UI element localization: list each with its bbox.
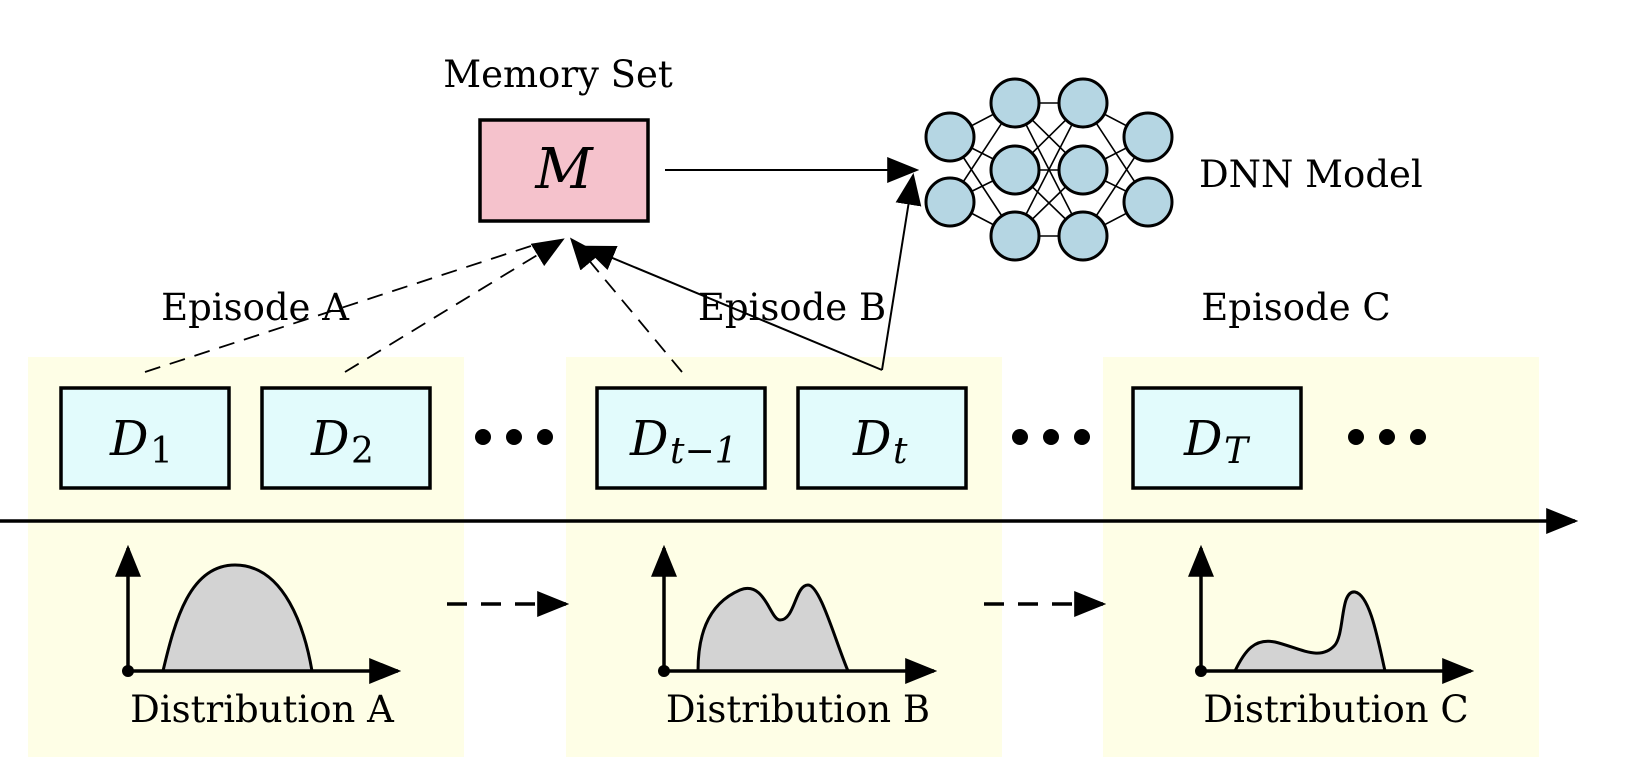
ellipsis-3: [1348, 429, 1426, 445]
memory-set-title: Memory Set: [443, 53, 673, 96]
svg-text:D: D: [109, 411, 148, 467]
dt-to-model-arrow: [881, 172, 922, 371]
svg-text:D: D: [1183, 411, 1222, 467]
distribution-a-plot: [115, 544, 402, 684]
svg-text:D: D: [310, 411, 349, 467]
dnn-node: [924, 176, 976, 228]
memory-set-box: [478, 118, 650, 223]
dashed-arrow-dt1-memory: [569, 237, 683, 373]
memory-set-symbol: M: [534, 137, 594, 202]
dnn-node: [989, 77, 1041, 129]
dt-to-memory-arrow: [583, 245, 883, 371]
dataset-d1: D 1: [59, 386, 231, 490]
svg-text:D: D: [852, 411, 891, 467]
svg-text:t: t: [893, 431, 908, 472]
dnn-node: [1057, 210, 1109, 262]
svg-text:T: T: [1224, 431, 1251, 472]
episode-c-label: Episode C: [1201, 286, 1390, 329]
dataset-d2: D 2: [260, 386, 432, 490]
distribution-a-label: Distribution A: [130, 688, 395, 731]
dnn-node: [989, 144, 1041, 196]
svg-text:t−1: t−1: [670, 431, 738, 472]
dnn-model-label: DNN Model: [1199, 153, 1423, 196]
distribution-b-label: Distribution B: [666, 688, 930, 731]
episode-a-label: Episode A: [161, 286, 350, 329]
dnn-node: [1122, 111, 1174, 163]
ellipsis-1: [475, 429, 553, 445]
dataset-dT: D T: [1131, 386, 1303, 490]
distribution-c-plot: [1188, 544, 1475, 684]
distribution-b-plot: [651, 544, 938, 684]
dnn-node: [1122, 176, 1174, 228]
dnn-node: [1057, 144, 1109, 196]
dnn-node: [1057, 77, 1109, 129]
dashed-arrow-d1-memory: [144, 242, 541, 373]
dataset-dt-minus-1: D t−1: [595, 386, 767, 490]
distribution-c-label: Distribution C: [1203, 688, 1468, 731]
svg-text:2: 2: [351, 431, 374, 472]
dnn-nodes: [924, 77, 1174, 262]
dnn-model-network: [949, 102, 1149, 237]
svg-text:D: D: [629, 411, 668, 467]
svg-text:1: 1: [150, 431, 173, 472]
dashed-arrow-d2-memory: [344, 238, 565, 373]
dataset-dt: D t: [796, 386, 968, 490]
dnn-node: [989, 210, 1041, 262]
dnn-node: [924, 111, 976, 163]
episode-b-label: Episode B: [698, 286, 886, 329]
ellipsis-2: [1012, 429, 1090, 445]
